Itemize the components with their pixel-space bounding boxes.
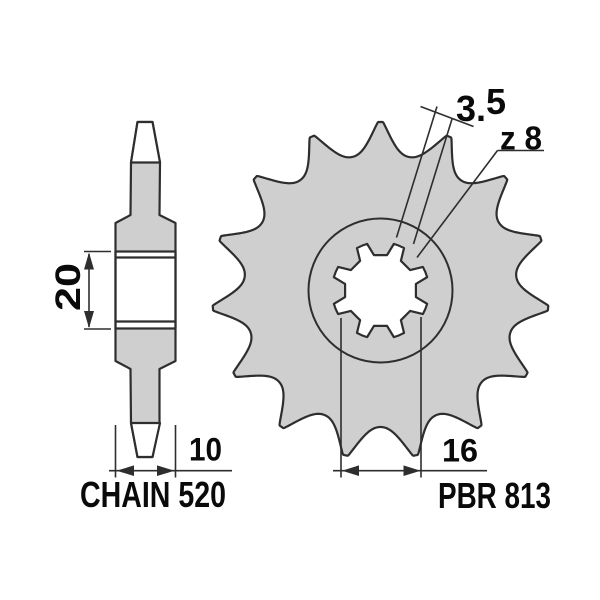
dim-10-arrow-left [116, 465, 134, 476]
dim-3-5-label: 3.5 [456, 81, 506, 129]
dim-3-5-label-main: 3. [456, 88, 486, 129]
front-view [211, 120, 550, 457]
z8-leader [416, 150, 499, 258]
dim-10-arrow-right [157, 465, 175, 476]
dim-20-arrow-down [84, 311, 94, 328]
dim-3-5-leader-1 [395, 106, 438, 238]
z8-label: z 8 [500, 120, 542, 157]
hub-circle [307, 217, 454, 364]
model-label: PBR 813 [438, 475, 551, 516]
dim-3-5-leader-2 [412, 118, 453, 245]
dim-16-arrow-left [342, 465, 359, 476]
dim-10-label: 10 [189, 432, 222, 468]
dim-16-arrow-right [403, 465, 421, 476]
side-view-tooth-tip-top [129, 120, 162, 164]
dim-3-5-label-sup: 5 [486, 81, 506, 122]
dim-20-label: 20 [49, 263, 88, 311]
chain-label: CHAIN 520 [80, 474, 226, 515]
dim-3-5-shelf-line [420, 105, 474, 128]
side-view-bore-area [116, 250, 175, 330]
dim-16-label: 16 [442, 433, 478, 469]
dimensions: 20 10 16 3.5 z 8 [49, 81, 544, 478]
footer-labels: CHAIN 520 PBR 813 [80, 474, 551, 516]
spline-bore [332, 242, 429, 339]
side-view [114, 120, 177, 459]
dim-20-arrow-up [84, 252, 94, 270]
side-view-tooth-tip-bottom [129, 421, 162, 459]
